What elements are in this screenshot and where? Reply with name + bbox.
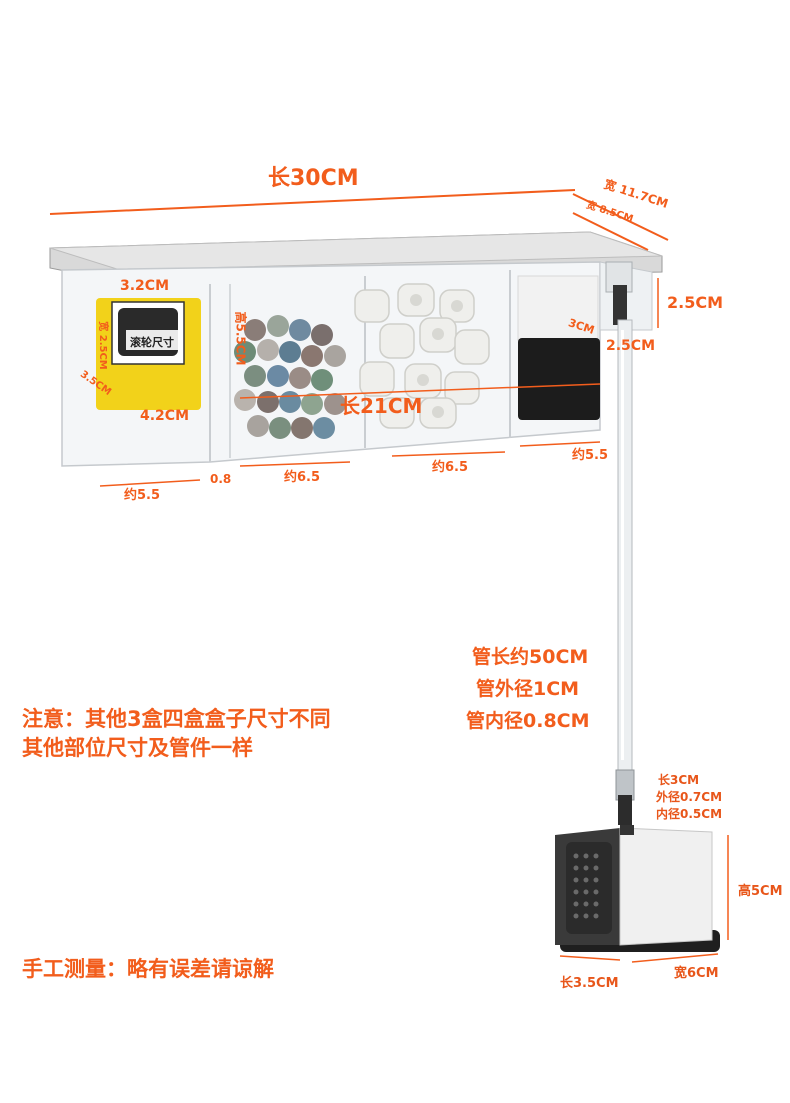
note-line-2: 其他部位尺寸及管件一样: [22, 736, 253, 760]
roller-box-width-label: 3.2CM: [120, 278, 170, 294]
water-pump: [555, 825, 720, 952]
segment-2-label: 约6.5: [284, 470, 321, 485]
black-sponge: [518, 338, 600, 420]
connector-length-label: 长3CM: [658, 773, 700, 787]
inner-width-dimension-line: [572, 212, 649, 251]
segment-4-label: 约5.5: [572, 448, 609, 463]
length-dimension-line: [49, 189, 576, 215]
pump-width-label: 宽6CM: [674, 966, 719, 981]
side-height-label: 2.5CM: [667, 293, 724, 312]
total-length-label: 长30CM: [268, 166, 359, 191]
ceramic-balls: [234, 315, 346, 439]
white-filter-cotton: [517, 275, 599, 341]
inner-2-5cm-label: 2.5CM: [606, 338, 656, 354]
water-tube: [617, 319, 633, 771]
inner-length-label: 长21CM: [340, 394, 423, 418]
chamber-height-label: 高5.5CM: [233, 311, 248, 366]
roller-vertical-width-label: 宽 2.5CM: [96, 321, 108, 370]
segment-gap-label: 0.8: [210, 472, 232, 486]
tube-inner-diameter-label: 管内径0.8CM: [466, 710, 590, 732]
roller-size-label: 滚轮尺寸: [130, 336, 174, 349]
lid-top: [49, 231, 663, 271]
roller-bottom-label: 4.2CM: [140, 408, 190, 424]
connector-inner-label: 内径0.5CM: [656, 807, 723, 821]
tube-outer-diameter-label: 管外径1CM: [476, 678, 580, 700]
pump-length-label: 长3.5CM: [560, 976, 619, 991]
pump-height-label: 高5CM: [738, 884, 783, 899]
tube-length-label: 管长约50CM: [472, 646, 589, 668]
width-dimension-line: [572, 193, 669, 241]
segment-3-label: 约6.5: [432, 460, 469, 475]
connector-outer-label: 外径0.7CM: [656, 790, 723, 804]
note-line-1: 注意：其他3盒四盒盒子尺寸不同: [22, 707, 331, 731]
segment-1-label: 约5.5: [124, 488, 161, 503]
note-line-3: 手工测量：略有误差请谅解: [22, 957, 274, 981]
